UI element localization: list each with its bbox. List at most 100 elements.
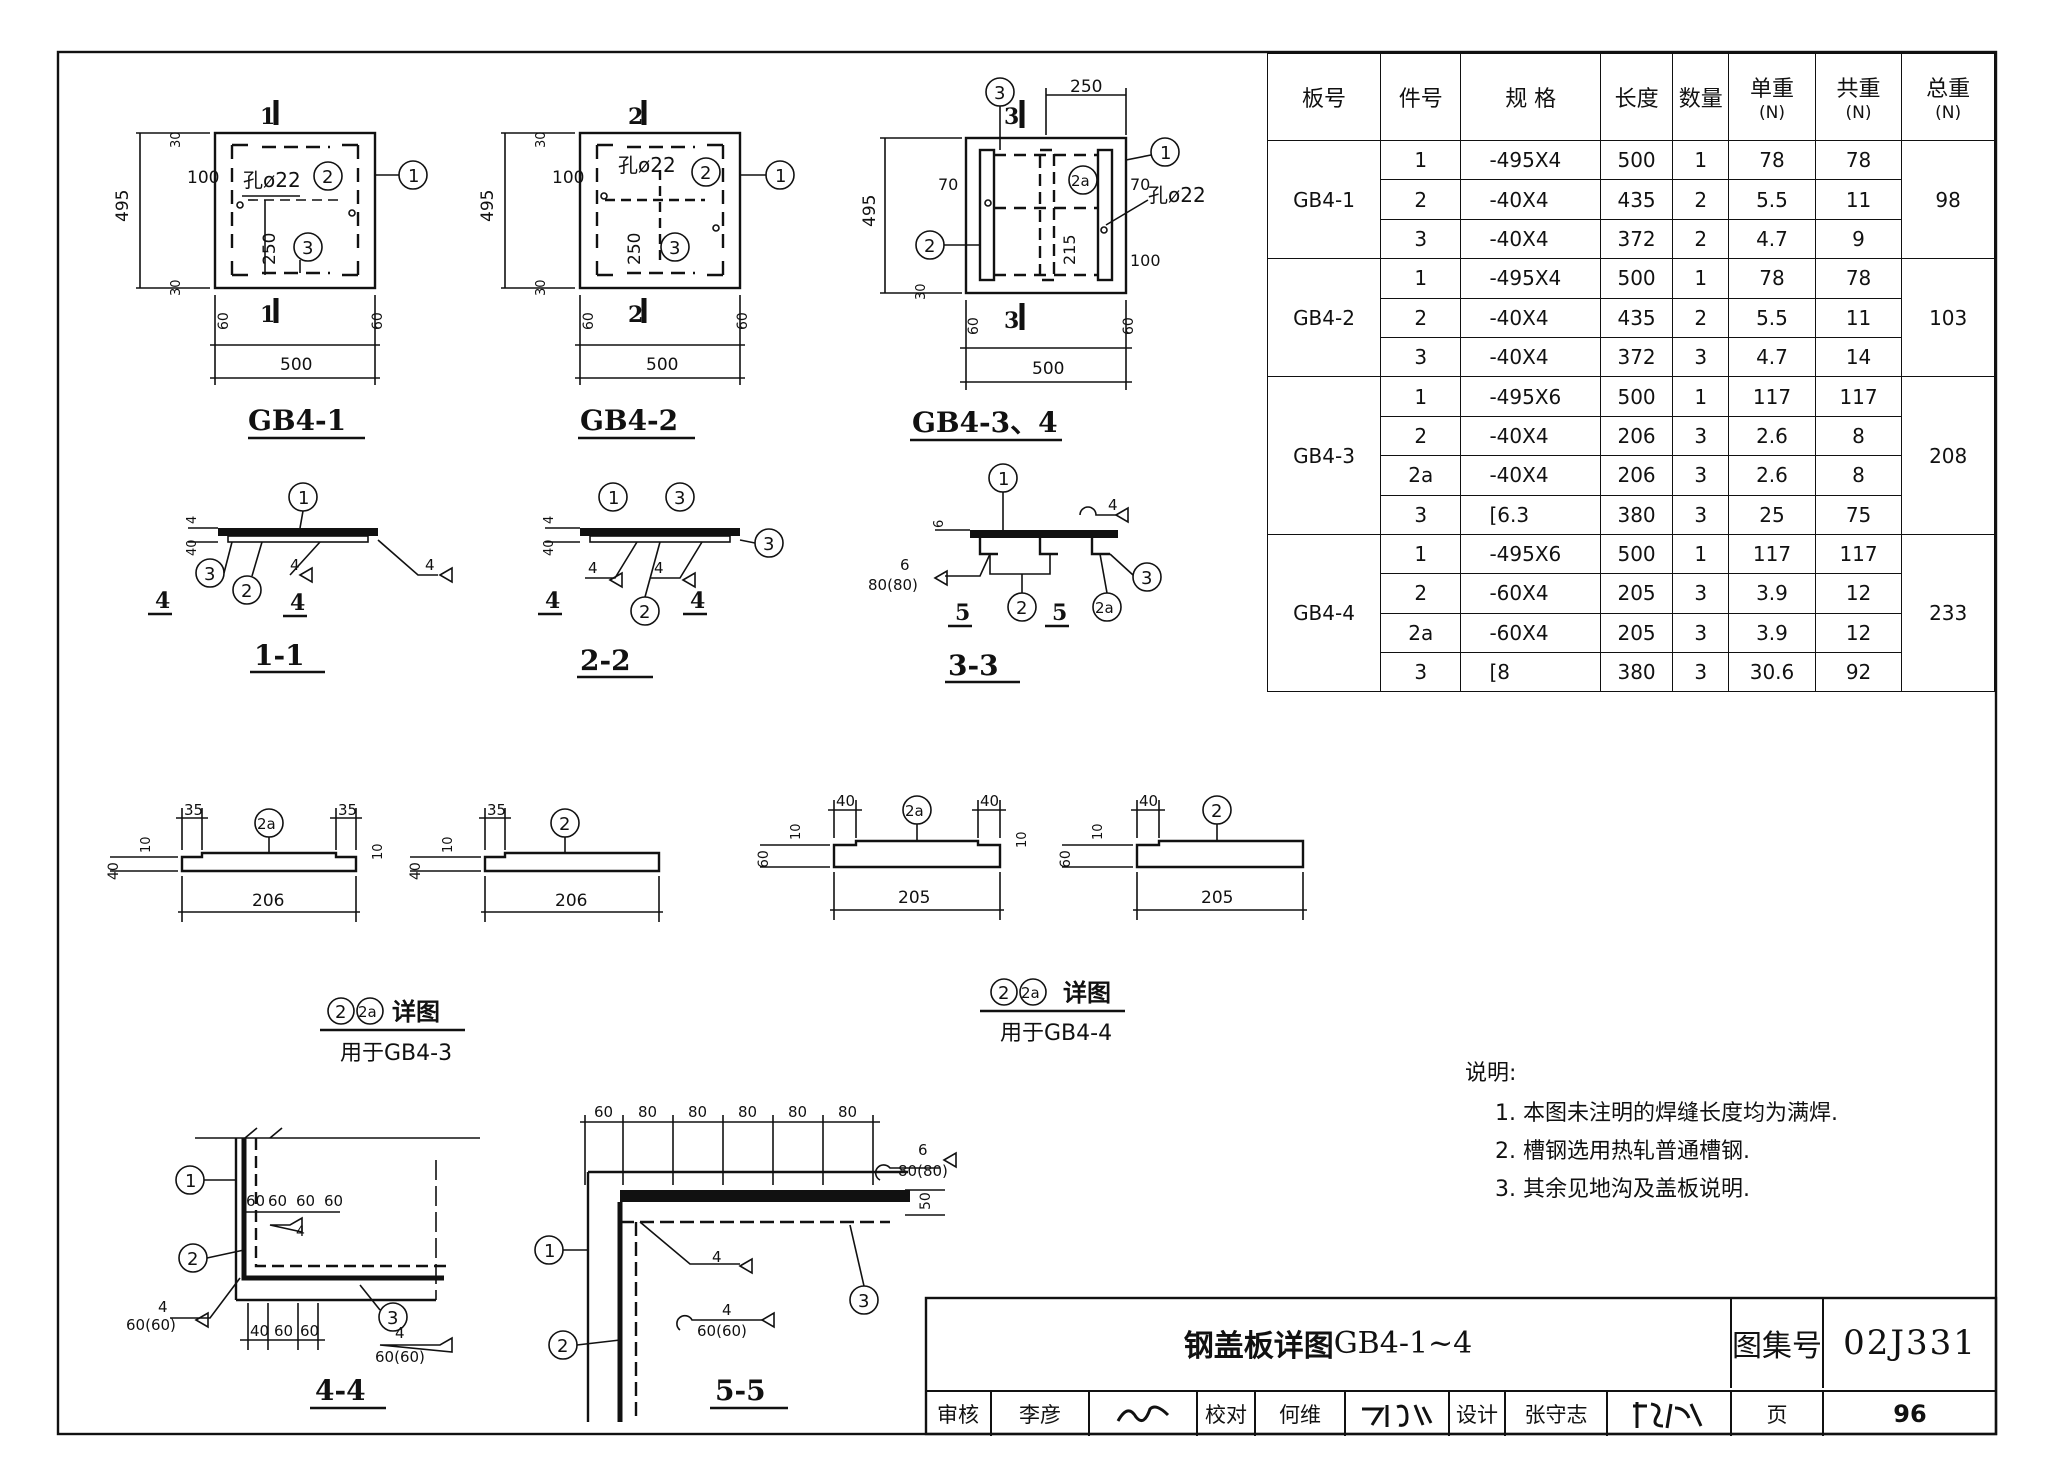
sum-weight-cell: 117: [1814, 533, 1903, 575]
header-length: 长度: [1599, 53, 1674, 141]
dim-40: 40: [836, 792, 855, 810]
board-number-cell: GB4-4: [1266, 533, 1382, 693]
dim-40: 40: [980, 792, 999, 810]
board-number-cell: GB4-2: [1266, 258, 1382, 378]
part-number-cell: 2: [1380, 415, 1462, 457]
sum-weight-cell: 78: [1814, 258, 1903, 299]
dim-250: 250: [1070, 77, 1102, 97]
length-cell: 205: [1599, 612, 1674, 654]
dim-30: 30: [534, 131, 549, 148]
drawing-title-code: GB4-1~4: [1333, 1325, 1473, 1361]
unit-weight-cell: 2.6: [1728, 455, 1816, 496]
bubble-3: 3: [674, 488, 685, 509]
spec-cell: -40X4: [1460, 455, 1601, 496]
unit-weight-cell: 3.9: [1728, 573, 1816, 614]
dim-60: 60: [1121, 317, 1137, 335]
bubble-3: 3: [387, 1308, 398, 1329]
check-name: 何维: [1256, 1392, 1346, 1436]
total-weight-cell: 98: [1901, 139, 1995, 260]
bubble-2: 2: [559, 814, 570, 835]
detail-parts-gb4-4: 205 40 40 2a 60 10 10 205 40 2 60 10 2 2…: [756, 792, 1307, 1046]
spec-cell: -495X4: [1460, 139, 1601, 181]
dim-30: 30: [169, 279, 184, 296]
length-cell: 380: [1599, 652, 1674, 693]
dim-60: 60: [268, 1192, 287, 1210]
unit-weight-cell: 4.7: [1728, 336, 1816, 378]
sum-weight-cell: 8: [1814, 455, 1903, 496]
notes: 说明: 1. 本图未注明的焊缝长度均为满焊. 2. 槽钢选用热轧普通槽钢. 3.…: [1465, 1055, 1838, 1209]
sum-weight-cell: 12: [1814, 612, 1903, 654]
notes-title: 说明:: [1465, 1061, 1517, 1086]
dim-500: 500: [1032, 359, 1064, 379]
signature-row: 审核 李彦 校对 何维 设计 张守志 页 96: [926, 1390, 1996, 1436]
dim-60: 60: [300, 1322, 319, 1340]
bubble-1: 1: [408, 166, 419, 187]
bubble-2: 2: [322, 167, 333, 188]
page-label: 页: [1732, 1392, 1824, 1436]
unit-weight-cell: 2.6: [1728, 415, 1816, 457]
bubble-3: 3: [1141, 568, 1152, 589]
bubble-3: 3: [994, 83, 1005, 104]
quantity-cell: 1: [1672, 376, 1730, 417]
quantity-cell: 3: [1672, 612, 1730, 654]
bubble-2: 2: [335, 1002, 346, 1023]
unit-weight-cell: 4.7: [1728, 218, 1816, 260]
bubble-2: 2: [1016, 598, 1027, 619]
quantity-cell: 3: [1672, 573, 1730, 614]
bubble-2: 2: [700, 163, 711, 184]
detail-usage: 用于GB4-4: [1000, 1021, 1112, 1046]
part-number-cell: 2a: [1380, 455, 1462, 496]
bubble-2a: 2a: [358, 1003, 377, 1021]
dim-40: 40: [542, 539, 557, 556]
sum-weight-cell: 92: [1814, 652, 1903, 693]
weld-length: 60(60): [697, 1322, 747, 1340]
quantity-cell: 3: [1672, 494, 1730, 535]
header-board: 板号: [1266, 53, 1382, 141]
total-weight-cell: 208: [1901, 376, 1995, 535]
title-block: 钢盖板详图 GB4-1~4 图集号 02J331 审核 李彦 校对 何维 设计 …: [926, 1298, 1996, 1436]
note-item: 1. 本图未注明的焊缝长度均为满焊.: [1495, 1101, 1838, 1126]
part-number-cell: 1: [1380, 139, 1462, 181]
dim-60: 60: [324, 1192, 343, 1210]
quantity-cell: 3: [1672, 336, 1730, 378]
dim-205: 205: [898, 888, 930, 908]
dim-206: 206: [555, 891, 587, 911]
detail-title: 详图: [1063, 979, 1111, 1007]
dim-40: 40: [1139, 792, 1158, 810]
weld-size: 4: [654, 559, 664, 577]
dim-6: 6: [932, 520, 947, 528]
dim-215: 215: [1060, 234, 1079, 265]
section-title-5-5: 5-5: [715, 1374, 766, 1407]
bubble-1: 1: [544, 1241, 555, 1262]
weld-length: 80(80): [868, 576, 918, 594]
quantity-cell: 1: [1672, 258, 1730, 299]
signature-mark: [1362, 1404, 1433, 1427]
quantity-cell: 1: [1672, 533, 1730, 575]
view-title-gb4-1: GB4-1: [248, 404, 346, 437]
quantity-cell: 3: [1672, 415, 1730, 457]
dim-250: 250: [260, 233, 280, 265]
quantity-cell: 2: [1672, 179, 1730, 220]
spec-cell: [6.3: [1460, 494, 1601, 535]
header-spec: 规 格: [1460, 53, 1601, 141]
signature-mark: [1116, 1405, 1170, 1423]
weld-size: 6: [900, 556, 910, 574]
length-cell: 500: [1599, 376, 1674, 417]
note-item: 3. 其余见地沟及盖板说明.: [1495, 1177, 1750, 1202]
unit-weight-cell: 117: [1728, 376, 1816, 417]
dim-60: 60: [370, 312, 386, 330]
unit-weight-cell: 25: [1728, 494, 1816, 535]
dim-60: 60: [966, 317, 982, 335]
dim-60: 60: [756, 850, 772, 868]
bubble-3: 3: [858, 1291, 869, 1312]
length-cell: 206: [1599, 415, 1674, 457]
